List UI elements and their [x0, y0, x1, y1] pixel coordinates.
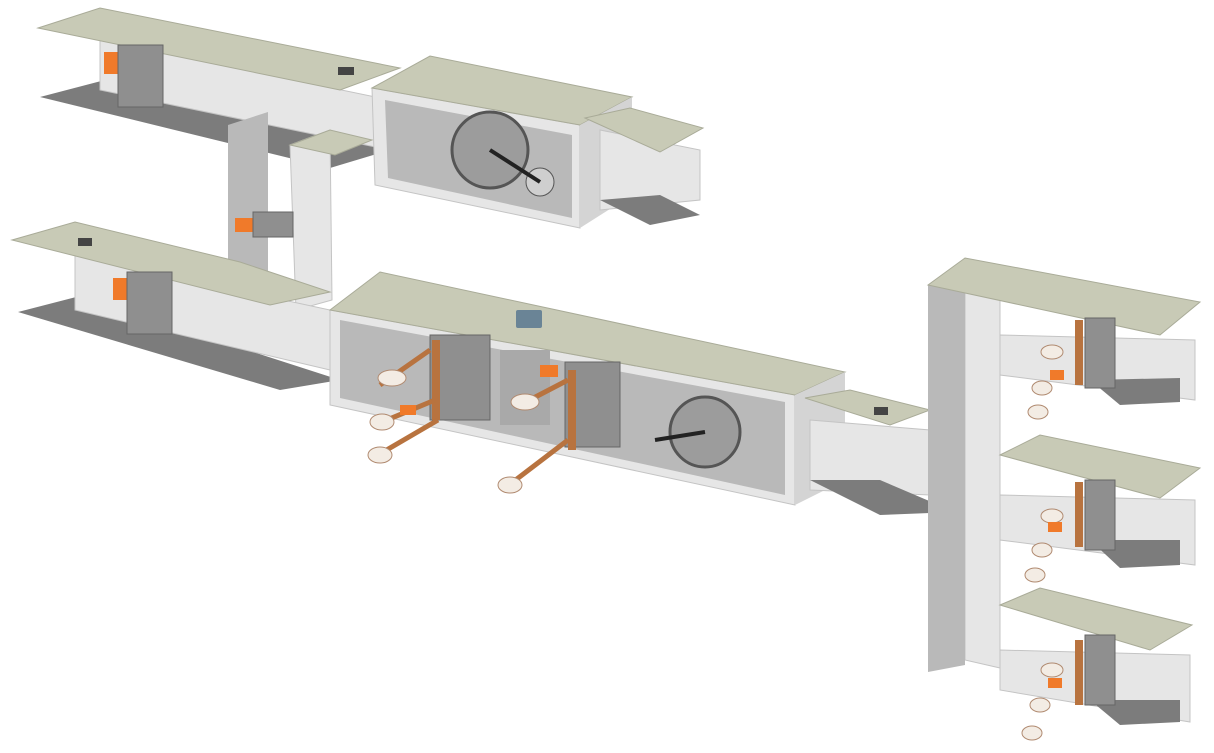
vertical-connector-duct	[228, 112, 374, 311]
middle-intake-duct	[10, 221, 340, 390]
filter-bank	[500, 350, 550, 425]
damper-frame	[126, 271, 173, 335]
damper-actuator	[235, 218, 253, 232]
coil-piping	[367, 340, 576, 494]
damper-frame	[117, 44, 164, 108]
supply-connector-duct	[804, 389, 955, 515]
damper-frame	[252, 211, 294, 238]
distribution-manifold	[926, 257, 1202, 741]
zone-coil-3	[1021, 634, 1116, 741]
zone-coil-1	[1027, 317, 1116, 420]
sensor-box	[338, 67, 354, 75]
damper-actuator	[104, 52, 118, 74]
upper-outlet-duct	[583, 107, 705, 225]
controller-display	[516, 310, 542, 328]
fan-belt	[488, 148, 542, 184]
zone-coil-2	[1024, 479, 1116, 583]
fan-belt	[654, 430, 706, 442]
sensor-box	[78, 238, 92, 246]
damper-actuator	[113, 278, 127, 300]
upper-fan-unit	[370, 55, 634, 229]
main-air-handling-unit	[328, 271, 847, 506]
sensor-box	[874, 407, 888, 415]
